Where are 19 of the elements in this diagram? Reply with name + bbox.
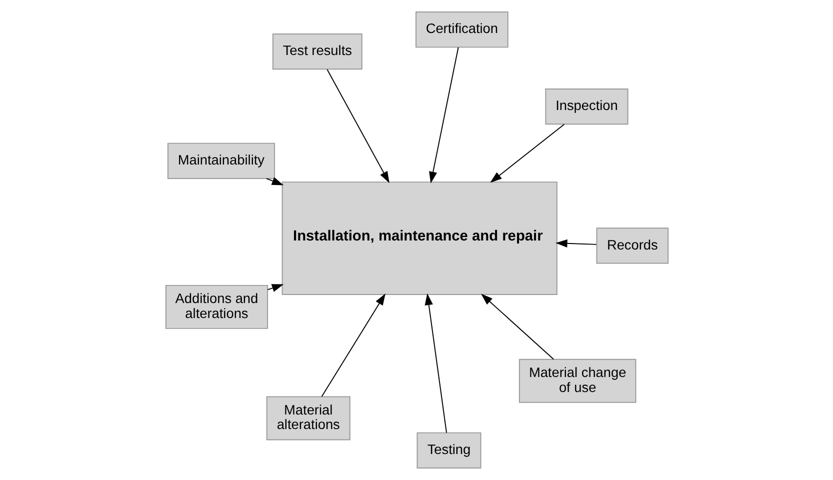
node-box: Installation, maintenance and repair [281,182,557,295]
arrow [265,177,284,186]
arrow [320,294,385,397]
arrow [326,68,389,184]
node-box: Material alterations [266,396,350,440]
node-box: Inspection [544,88,628,125]
node-box: Records [596,228,668,264]
node-box: Maintainability [166,142,274,179]
node-box: Material change of use [518,358,636,403]
arrow [555,239,596,248]
node-box: Testing [416,432,481,468]
arrow [480,294,554,360]
node-box: Additions and alterations [164,284,268,329]
arrow [490,124,564,183]
arrow [428,46,458,184]
arrow [266,284,284,292]
arrow [424,293,447,434]
node-box: Test results [272,33,362,70]
node-box: Certification [415,12,508,48]
